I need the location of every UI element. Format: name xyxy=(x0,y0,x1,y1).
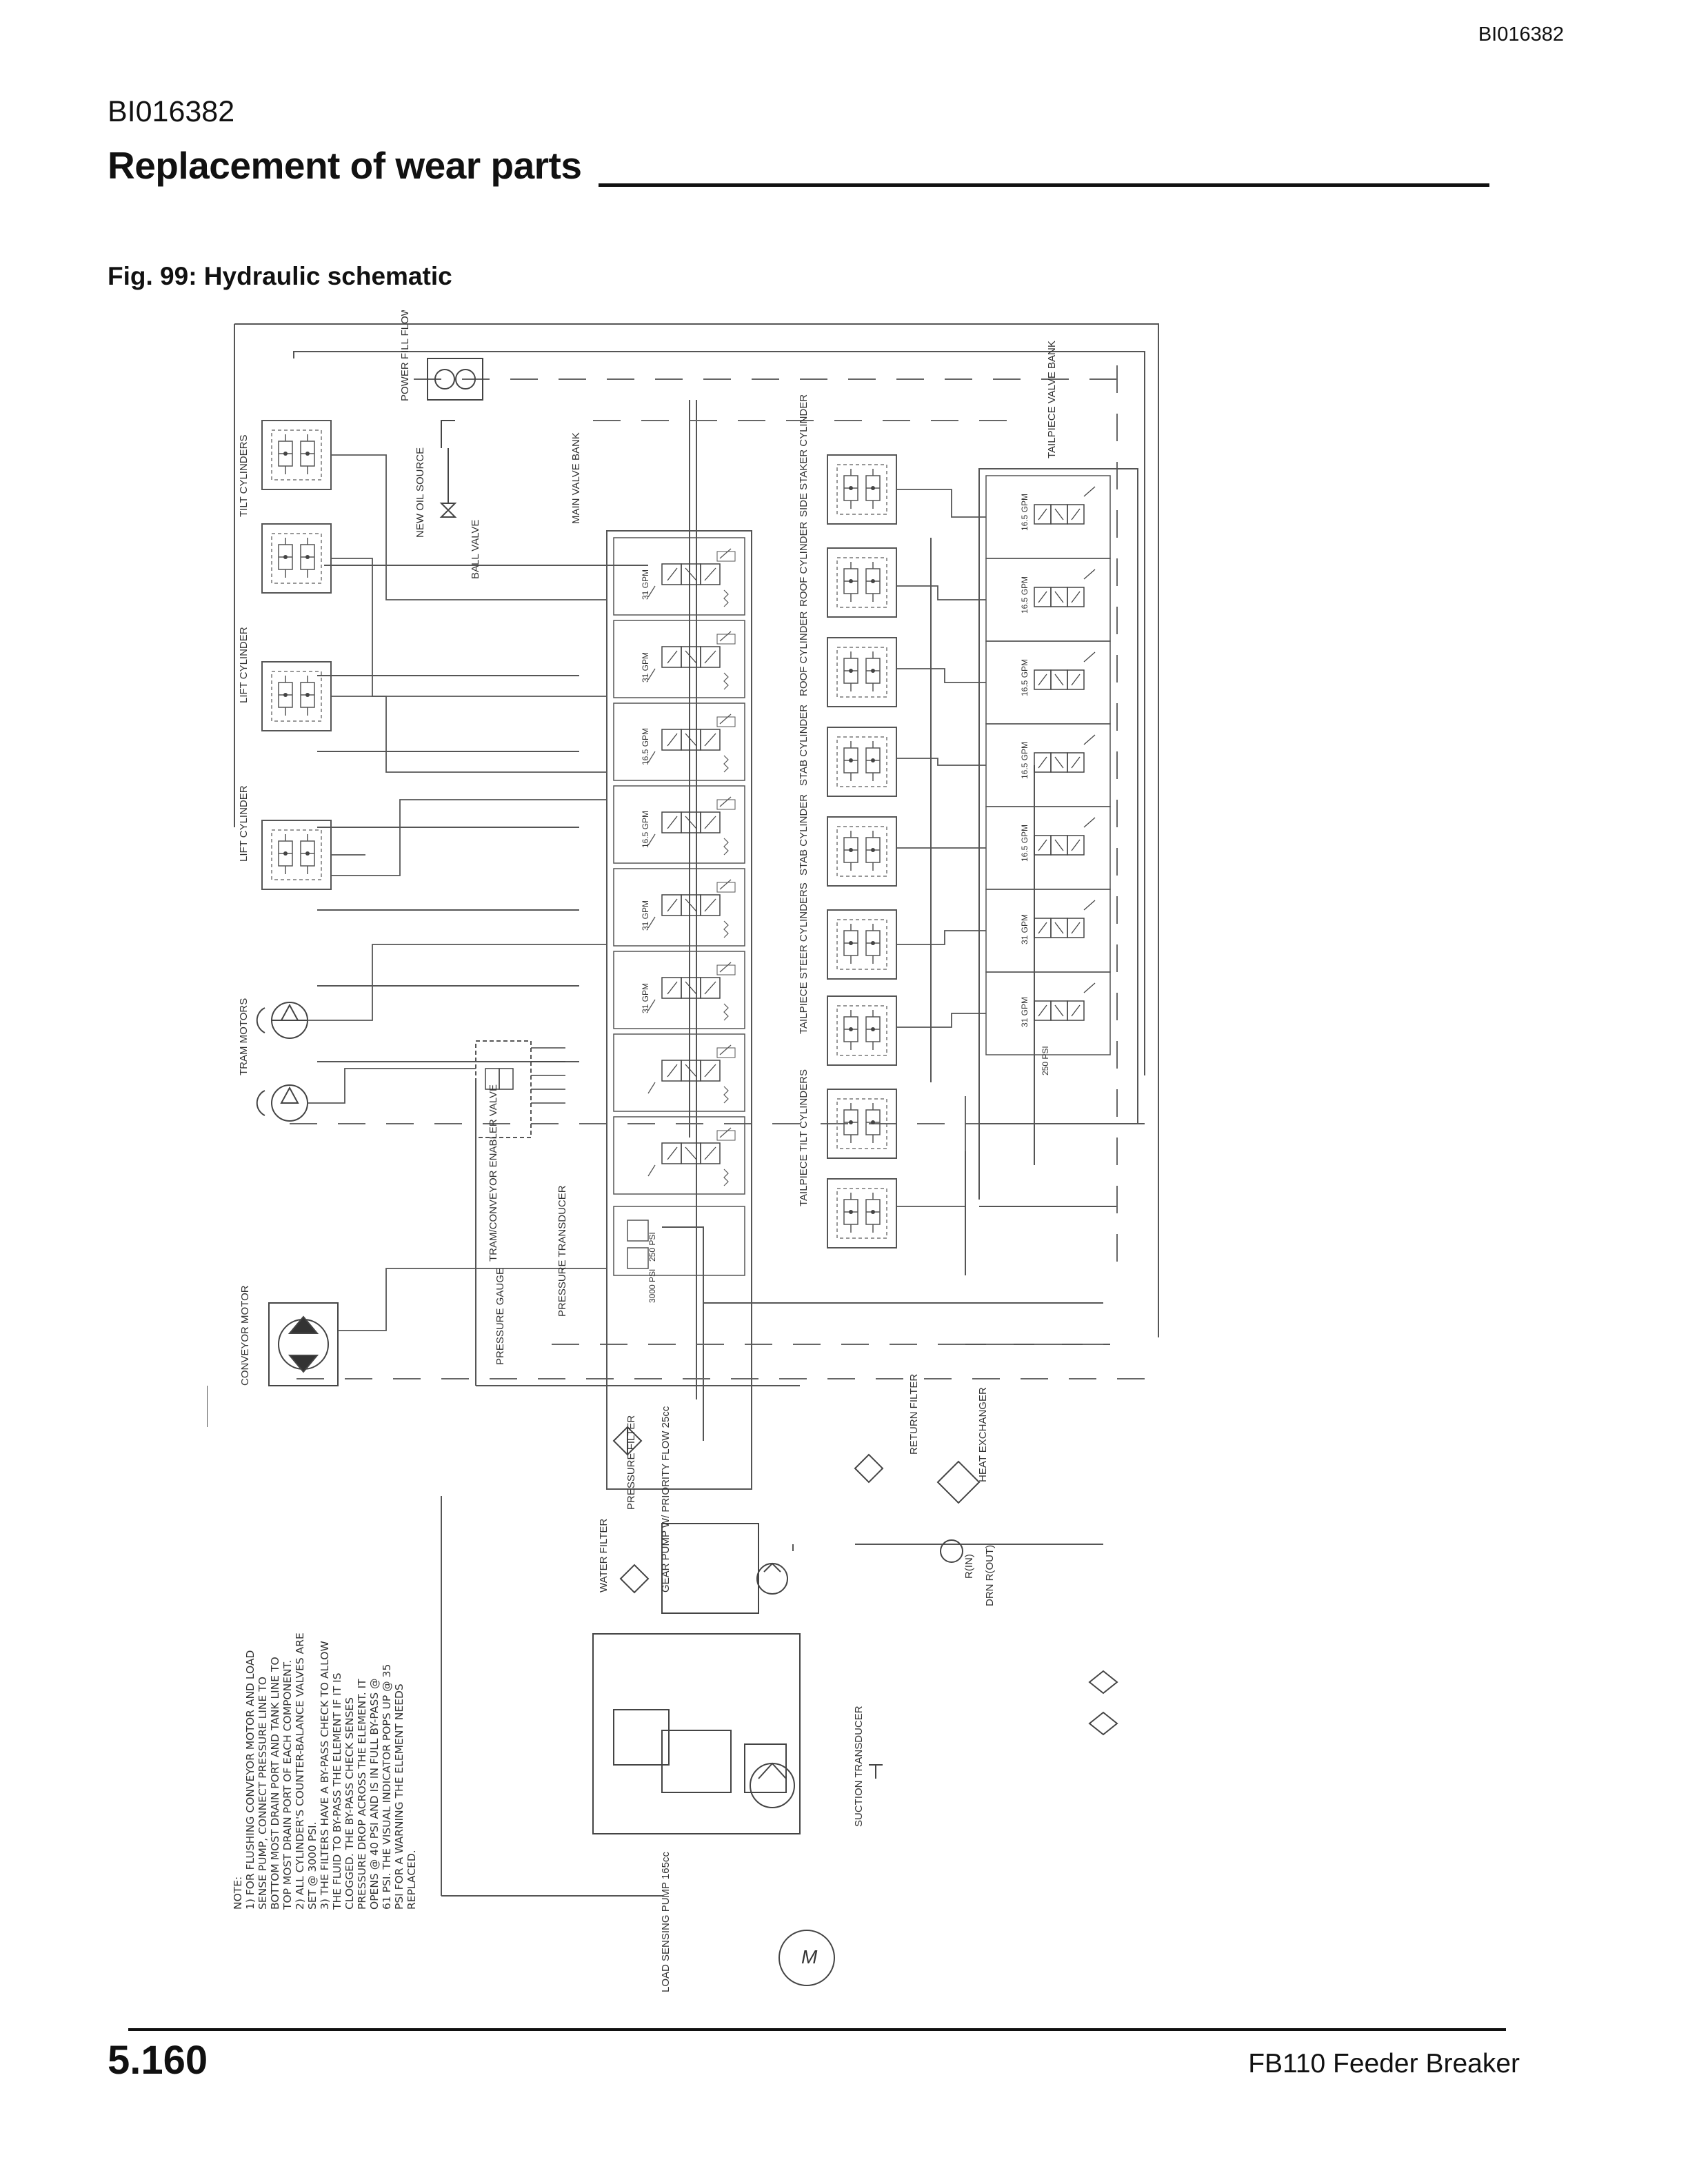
flow-rating: 16.5 GPM xyxy=(641,728,650,765)
label-new-oil: NEW OIL SOURCE xyxy=(414,447,426,538)
label-roof-cylinder-1: ROOF CYLINDER xyxy=(798,521,810,607)
flow-rating: 31 GPM xyxy=(641,569,650,600)
note-line: 61 PSI. THE VISUAL INDICATOR POPS UP @ 3… xyxy=(381,1664,393,1910)
label-motor-letter: M xyxy=(801,1946,818,1968)
label-roof-cylinder-2: ROOF CYLINDER xyxy=(798,611,810,696)
label-pressure-gauge: PRESSURE GAUGE xyxy=(494,1268,506,1365)
note-line: TOP MOST DRAIN PORT OF EACH COMPONENT. xyxy=(281,1660,294,1910)
document-id-top: BI016382 xyxy=(1478,23,1564,46)
flow-rating: 31 GPM xyxy=(641,652,650,682)
label-gear-pump: GEAR PUMP W/ PRIORITY FLOW 25cc xyxy=(660,1406,672,1593)
note-line: 3) THE FILTERS HAVE A BY-PASS CHECK TO A… xyxy=(319,1641,331,1910)
title-underline xyxy=(599,183,1489,187)
label-water-filter: WATER FILTER xyxy=(598,1519,610,1593)
notes-block: NOTE: 1) FOR FLUSHING CONVEYOR MOTOR AND… xyxy=(232,1632,418,1910)
label-pressure-transducer: PRESSURE TRANSDUCER xyxy=(556,1185,568,1317)
note-line: 1) FOR FLUSHING CONVEYOR MOTOR AND LOAD xyxy=(244,1650,257,1910)
label-tilt-cylinders: TILT CYLINDERS xyxy=(238,435,250,517)
label-suction-transducer: SUCTION TRANSDUCER xyxy=(853,1706,865,1827)
hydraulic-schematic: POWER FILL FLOW DIVIDER NEW OIL SOURCE B… xyxy=(207,310,1159,1992)
flow-rating: 16.5 GPM xyxy=(1020,659,1029,696)
label-tailpiece-tilt: TAILPIECE TILT CYLINDERS xyxy=(798,1069,810,1206)
label-drn-out: DRN R(OUT) xyxy=(984,1545,996,1606)
product-name: FB110 Feeder Breaker xyxy=(1248,2049,1520,2079)
label-heat-exchanger: HEAT EXCHANGER xyxy=(977,1387,989,1482)
label-stab-cylinder-1: STAB CYLINDER xyxy=(798,705,810,786)
flow-rating: 31 GPM xyxy=(1020,997,1029,1027)
note-line: 2) ALL CYLINDER'S COUNTER-BALANCE VALVES… xyxy=(294,1632,306,1910)
relief-setting: 250 PSI xyxy=(647,1232,657,1262)
note-line: OPENS @ 40 PSI AND IS IN FULL BY-PASS @ xyxy=(368,1679,381,1910)
relief-setting: 250 PSI xyxy=(1041,1046,1050,1075)
flow-rating: 16.5 GPM xyxy=(1020,494,1029,531)
label-ball-valve: BALL VALVE xyxy=(470,520,481,579)
flow-rating: 16.5 GPM xyxy=(1020,742,1029,779)
flow-rating: 16.5 GPM xyxy=(1020,576,1029,614)
flow-rating: 31 GPM xyxy=(641,983,650,1013)
figure-caption: Fig. 99: Hydraulic schematic xyxy=(108,262,452,290)
note-line: PRESSURE DROP ACROSS THE ELEMENT. IT xyxy=(356,1679,368,1910)
label-stab-cylinder-2: STAB CYLINDER xyxy=(798,794,810,876)
label-conveyor-motor: CONVEYOR MOTOR xyxy=(239,1285,251,1386)
note-line: PSI FOR A WARNING THE ELEMENT NEEDS xyxy=(393,1684,405,1910)
flow-rating: 31 GPM xyxy=(641,900,650,931)
note-line: THE FLUID TO BY-PASS THE ELEMENT IF IT I… xyxy=(331,1672,343,1910)
note-line: SENSE PUMP, CONNECT PRESSURE LINE TO xyxy=(257,1677,269,1910)
section-title: Replacement of wear parts xyxy=(108,144,582,187)
note-line: SET @ 3000 PSI. xyxy=(306,1821,319,1910)
note-line: NOTE: xyxy=(232,1877,244,1910)
label-power-fill: POWER FILL FLOW DIVIDER xyxy=(399,310,411,401)
label-side-staker: SIDE STAKER CYLINDER xyxy=(798,394,810,517)
flow-rating: 16.5 GPM xyxy=(1020,825,1029,862)
label-tram-motors: TRAM MOTORS xyxy=(238,998,250,1075)
label-tailpiece-steer: TAILPIECE STEER CYLINDERS xyxy=(798,882,810,1034)
label-lift-cylinder-2: LIFT CYLINDER xyxy=(238,785,250,862)
footer-rule xyxy=(128,2028,1506,2031)
label-main-valve-bank: MAIN VALVE BANK xyxy=(570,432,582,524)
note-line: BOTTOM MOST DRAIN PORT AND TANK LINE TO xyxy=(269,1657,281,1910)
label-tram-enabler: TRAM/CONVEYOR ENABLER VALVE xyxy=(488,1084,499,1262)
document-id: BI016382 xyxy=(108,95,235,128)
label-pressure-filter: PRESSURE FILTER xyxy=(625,1415,637,1510)
label-tailpiece-valve-bank: TAILPIECE VALVE BANK xyxy=(1046,341,1058,458)
flow-rating: 16.5 GPM xyxy=(641,811,650,848)
flow-rating: 31 GPM xyxy=(1020,914,1029,944)
label-lift-cylinder-1: LIFT CYLINDER xyxy=(238,627,250,703)
label-return-filter: RETURN FILTER xyxy=(908,1374,920,1455)
label-r-in: R(IN) xyxy=(963,1554,975,1579)
page-number: 5.160 xyxy=(108,2038,208,2083)
relief-setting: 3000 PSI xyxy=(647,1269,657,1303)
note-line: CLOGGED. THE BY-PASS CHECK SENSES xyxy=(343,1697,356,1910)
note-line: REPLACED. xyxy=(405,1850,418,1910)
label-load-sensing-pump: LOAD SENSING PUMP 165cc xyxy=(660,1852,672,1992)
